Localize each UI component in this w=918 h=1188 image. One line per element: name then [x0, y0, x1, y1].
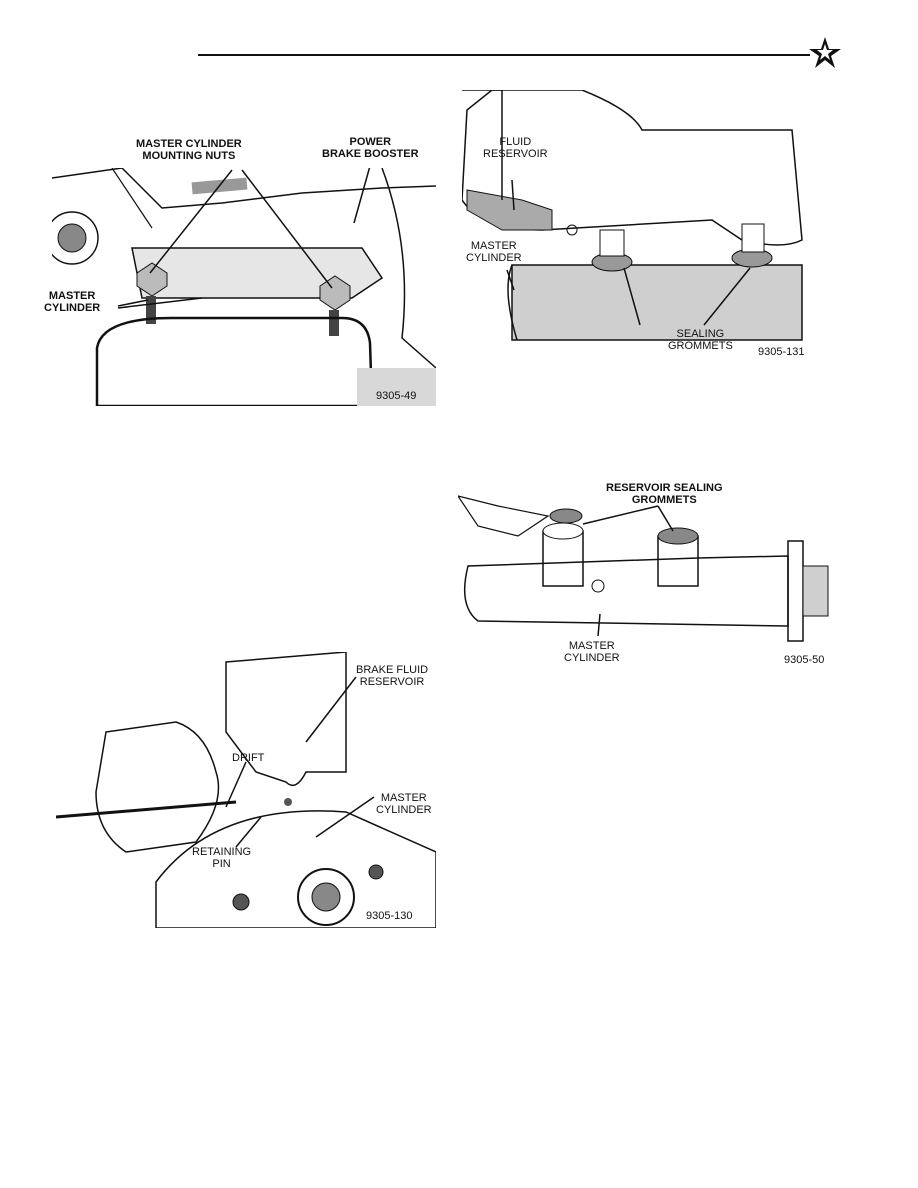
label-master-cylinder: MASTER CYLINDER — [44, 290, 101, 314]
label-fluid-reservoir: FLUID RESERVOIR — [483, 136, 548, 160]
figure-number: 9305-131 — [758, 346, 805, 358]
figure-9305-50 — [458, 476, 838, 656]
figure-number: 9305-50 — [784, 654, 825, 666]
figure-9305-130 — [56, 652, 436, 928]
label-retaining-pin: RETAINING PIN — [192, 846, 252, 870]
label-power-brake-booster: POWER BRAKE BOOSTER — [322, 136, 419, 160]
master-cylinder-mounting-illustration — [52, 168, 436, 406]
pentastar-logo-icon — [808, 36, 842, 70]
figure-number: 9305-130 — [366, 910, 413, 922]
reservoir-sealing-grommets-illustration — [458, 495, 829, 642]
label-drift: DRIFT — [232, 752, 265, 764]
fluid-reservoir-removal-illustration — [462, 90, 803, 341]
label-sealing-grommets: SEALING GROMMETS — [668, 328, 733, 352]
label-master-cylinder-2: MASTER CYLINDER — [466, 240, 522, 264]
label-mounting-nuts: MASTER CYLINDER MOUNTING NUTS — [136, 138, 242, 162]
retaining-pin-removal-illustration — [56, 652, 436, 928]
label-master-cylinder-4: MASTER CYLINDER — [376, 792, 432, 816]
label-master-cylinder-3: MASTER CYLINDER — [564, 640, 620, 664]
label-reservoir-sealing-grommets: RESERVOIR SEALING GROMMETS — [606, 482, 723, 506]
figure-number: 9305-49 — [376, 390, 417, 402]
header-rule — [198, 54, 810, 56]
label-brake-fluid-reservoir: BRAKE FLUID RESERVOIR — [356, 664, 429, 688]
figure-9305-49 — [52, 168, 436, 406]
figure-9305-131 — [462, 90, 822, 360]
